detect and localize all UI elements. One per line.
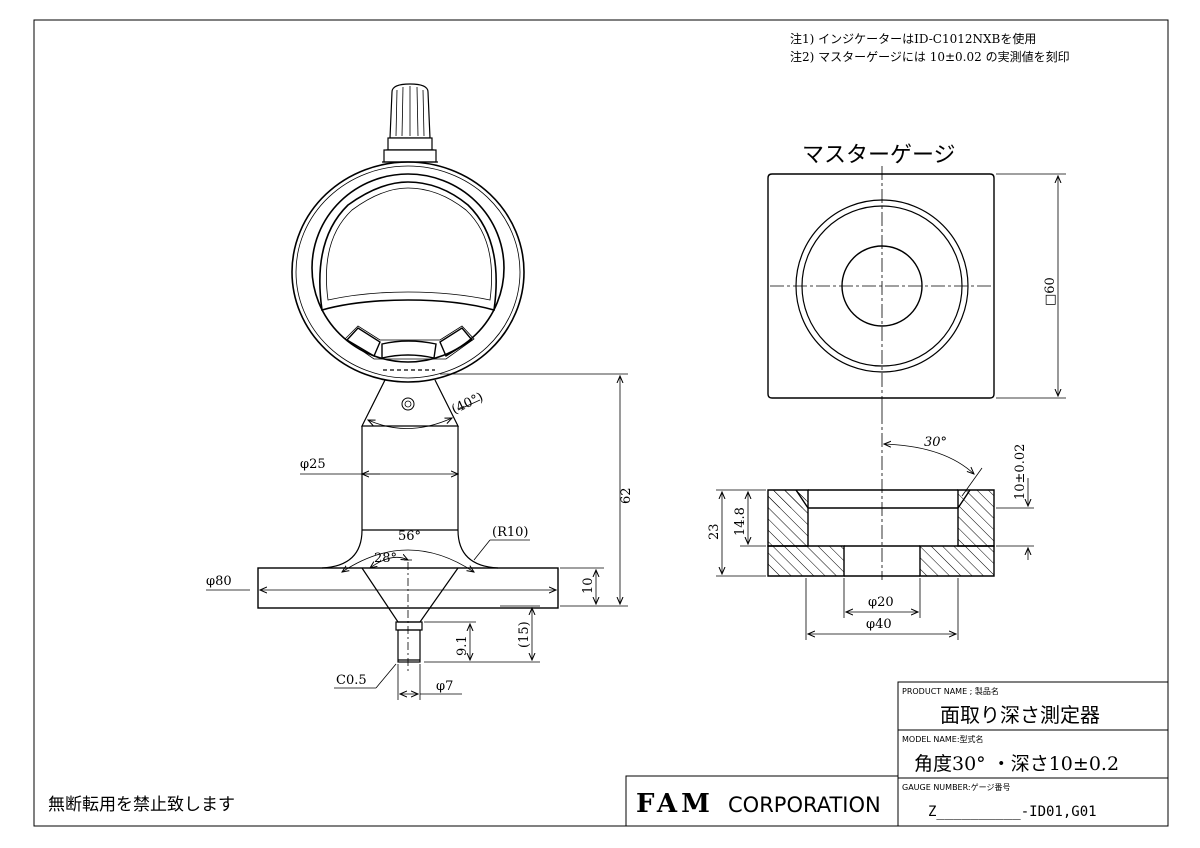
dim-15: (15) [517, 621, 532, 648]
note-1: 注1) インジケーターはID-C1012NXBを使用 [790, 31, 1036, 46]
dim-angle-30: 30° [924, 435, 947, 450]
dim-angle-40: (40°) [449, 390, 485, 418]
dim-angle-56: 56° [398, 529, 421, 544]
model-name-value: 角度30° ・深さ10±0.2 [914, 753, 1119, 775]
copyright-notice: 無断転用を禁止致します [48, 795, 235, 815]
title-block [625, 681, 1169, 827]
dim-height-62: 62 [619, 487, 634, 504]
gauge-number-label: GAUGE NUMBER:ゲージ番号 [902, 782, 1010, 792]
gauge-number-value: Z__________-ID01,G01 [928, 804, 1097, 820]
model-name-label: MODEL NAME:型式名 [902, 734, 984, 744]
master-gauge-section-view [716, 410, 1034, 640]
note-2: 注2) マスターゲージには 10±0.02 の実測値を刻印 [790, 49, 1070, 64]
product-name-value: 面取り深さ測定器 [940, 703, 1100, 727]
indicator-head [291, 161, 525, 383]
master-gauge-top-view [767, 166, 1066, 410]
dim-depth-tol: 10±0.02 [1013, 444, 1028, 500]
probe-tip [395, 621, 423, 631]
dim-chamfer: C0.5 [336, 673, 367, 688]
gauge-dimensions [206, 373, 628, 700]
measuring-cone [361, 567, 459, 623]
dim-radius: (R10) [492, 525, 528, 540]
dim-height-23: 23 [707, 523, 722, 540]
dim-dia-40: φ40 [866, 617, 892, 632]
depth-gauge-drawing [257, 83, 559, 672]
dim-height-14-8: 14.8 [733, 507, 748, 536]
dim-9-1: 9.1 [455, 635, 470, 656]
company-name-rest: CORPORATION [728, 793, 881, 817]
sheet-border [33, 19, 1169, 827]
company-name-bold: FAM [636, 789, 714, 819]
indicator-neck [321, 379, 499, 569]
dim-angle-28: 28° [374, 551, 397, 566]
dim-dia-25: φ25 [300, 457, 326, 472]
dim-thick-10: 10 [581, 577, 596, 594]
dim-square-60: □60 [1043, 277, 1058, 306]
dim-dia-80: φ80 [206, 574, 232, 589]
product-name-label: PRODUCT NAME ; 製品名 [902, 686, 999, 696]
master-gauge-title: マスターゲージ [802, 143, 956, 168]
dim-dia-7: φ7 [436, 679, 453, 694]
dim-dia-20: φ20 [868, 595, 894, 610]
indicator-knob [382, 83, 438, 163]
